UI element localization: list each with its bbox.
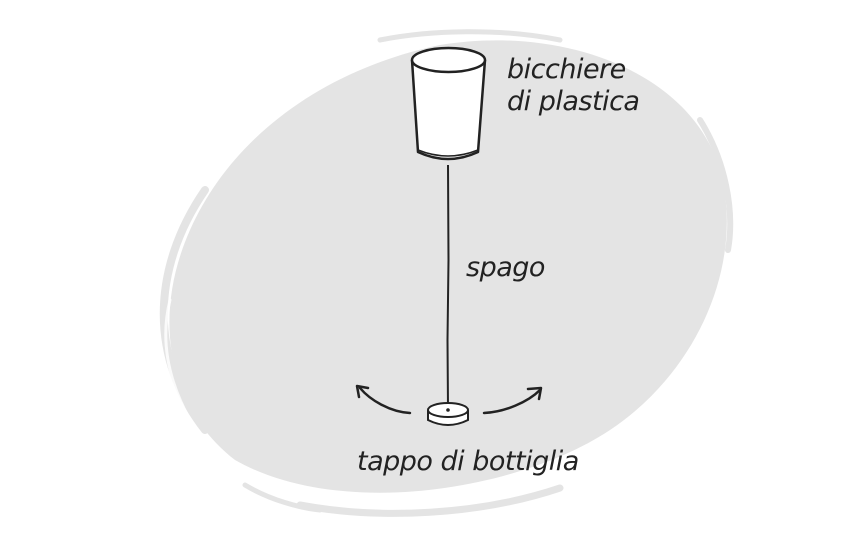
- string-label: spago: [466, 252, 545, 283]
- cup-label-line-1: bicchiere: [507, 54, 626, 85]
- curved-arrow-left-icon: [355, 384, 412, 415]
- plastic-cup-icon: [410, 46, 487, 161]
- string-line-icon: [446, 164, 450, 409]
- curved-arrow-right-icon: [482, 386, 543, 415]
- cup-label-line-2: di plastica: [507, 86, 639, 117]
- bottle-cap-icon: [427, 402, 469, 426]
- cap-label: tappo di bottiglia: [357, 446, 579, 477]
